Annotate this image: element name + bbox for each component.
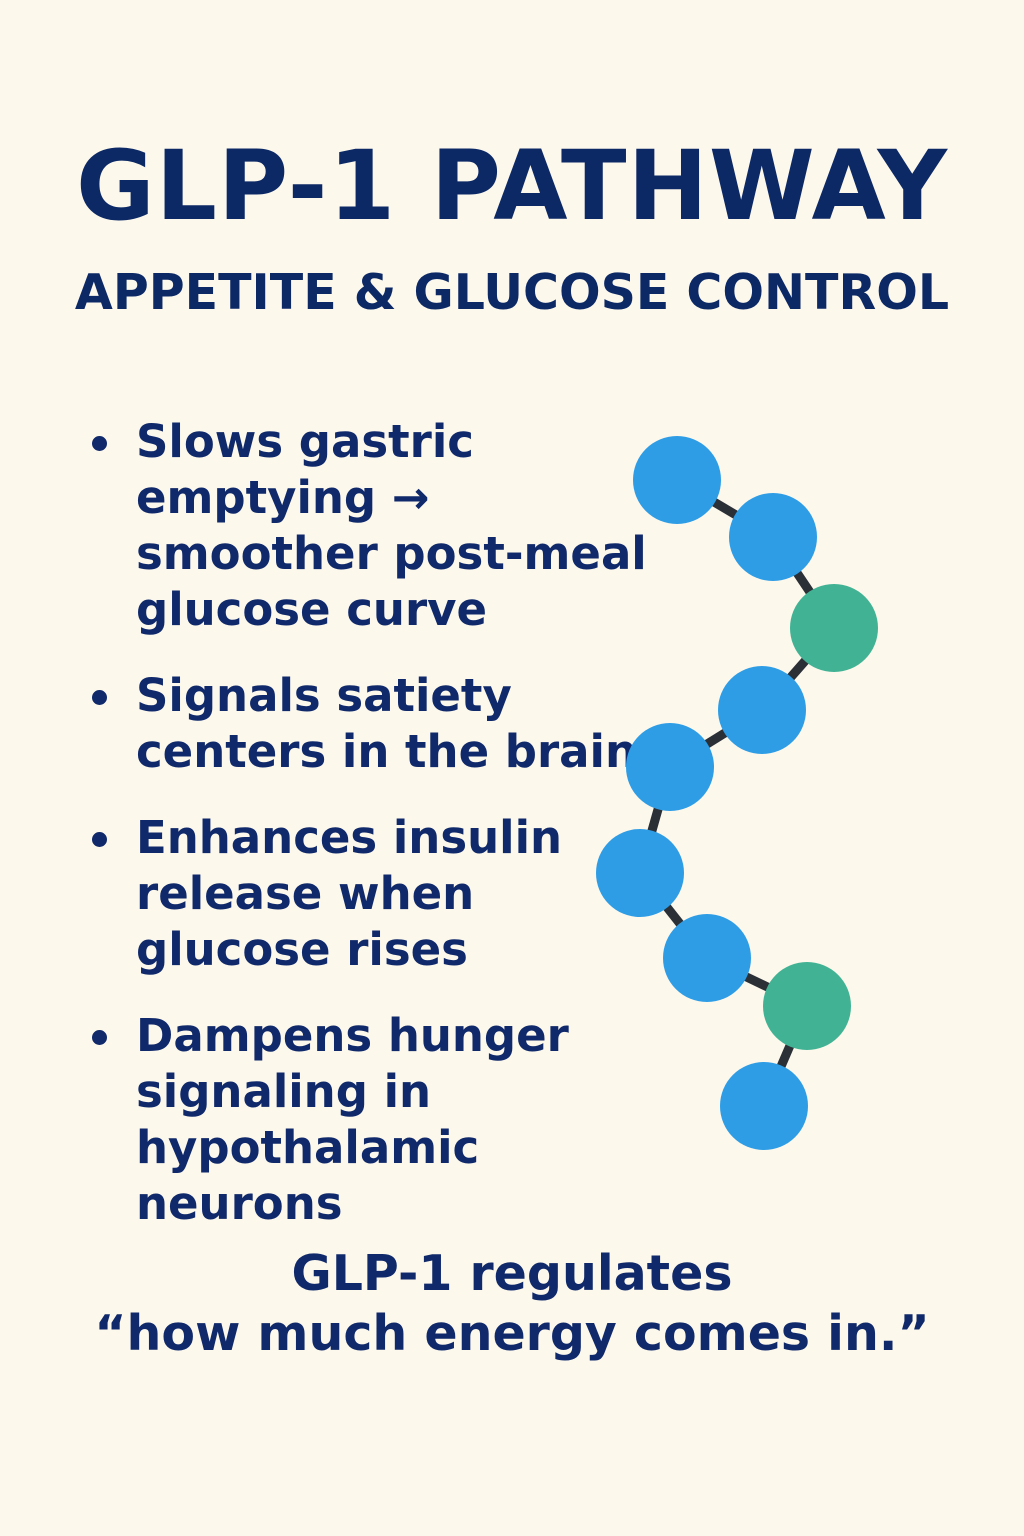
- bullet-item: Enhances insulin release when glucose ri…: [90, 810, 650, 978]
- bullet-dot-icon: [92, 832, 107, 847]
- footer-statement: GLP-1 regulates “how much energy comes i…: [0, 1244, 1024, 1364]
- page-subtitle: APPETITE & GLUCOSE CONTROL: [74, 264, 950, 321]
- bullet-text: Slows gastric emptying → smoother post-m…: [136, 415, 647, 636]
- bullet-list: Slows gastric emptying → smoother post-m…: [90, 414, 650, 1232]
- bullet-item: Dampens hunger signaling in hypothalamic…: [90, 1008, 696, 1232]
- bullet-item: Signals satiety centers in the brain: [90, 668, 650, 780]
- residue-node-blue: [596, 829, 684, 917]
- bullet-dot-icon: [92, 1030, 107, 1045]
- residue-node-blue: [663, 914, 751, 1002]
- residue-node-blue: [720, 1062, 808, 1150]
- residue-node-blue: [626, 723, 714, 811]
- bullet-dot-icon: [92, 690, 107, 705]
- bullet-text: Dampens hunger signaling in hypothalamic…: [136, 1009, 569, 1230]
- peptide-residues: [596, 436, 878, 1150]
- residue-node-green: [763, 962, 851, 1050]
- footer-line-2: “how much energy comes in.”: [94, 1305, 930, 1362]
- footer-line-1: GLP-1 regulates: [291, 1245, 733, 1302]
- bullet-item: Slows gastric emptying → smoother post-m…: [90, 414, 666, 638]
- residue-node-green: [790, 584, 878, 672]
- bullet-text: Signals satiety centers in the brain: [136, 669, 637, 778]
- bullet-dot-icon: [92, 436, 107, 451]
- bullet-text: Enhances insulin release when glucose ri…: [136, 811, 563, 976]
- residue-node-blue: [729, 493, 817, 581]
- residue-node-blue: [718, 666, 806, 754]
- page-title: GLP-1 PATHWAY: [75, 130, 949, 242]
- residue-node-blue: [633, 436, 721, 524]
